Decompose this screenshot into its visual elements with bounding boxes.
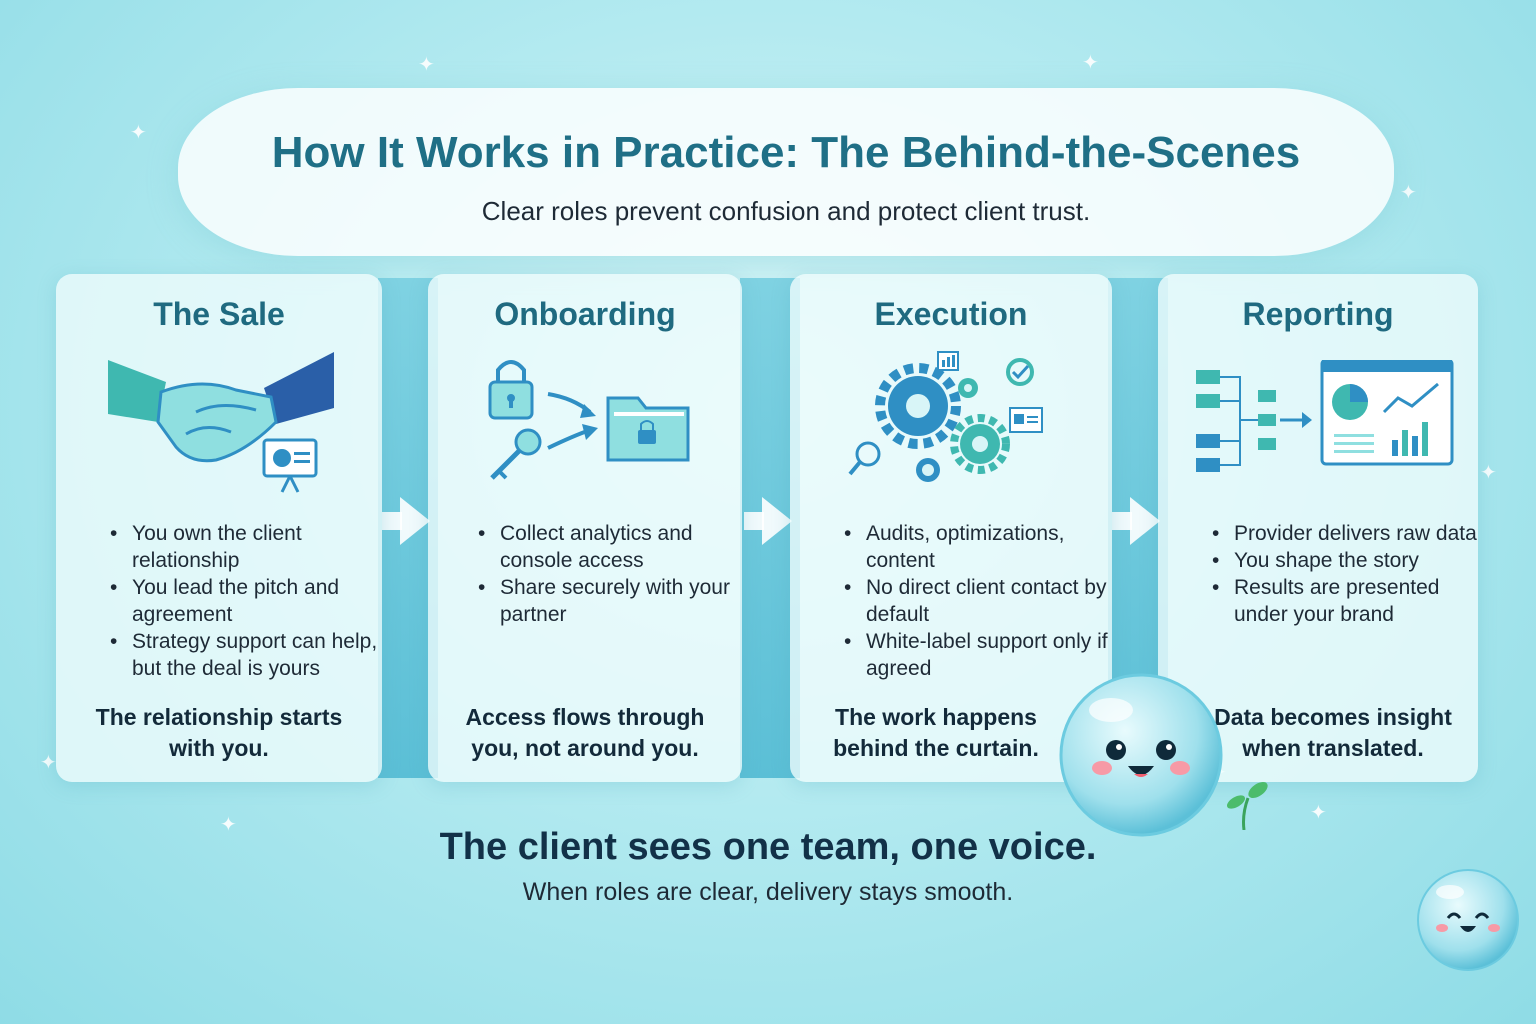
card-tagline: Access flows through you, not around you…	[465, 704, 705, 761]
title-banner	[178, 88, 1394, 256]
list-item: Share securely with your partner	[478, 574, 760, 628]
list-item: Audits, optimizations, content	[844, 520, 1132, 574]
list-item: Results are presented under your brand	[1212, 574, 1498, 628]
sparkle-icon: ✦	[418, 54, 435, 76]
step-card-onboarding: Onboarding Collect analytics and console…	[428, 274, 742, 782]
data-dashboard-icon	[1196, 360, 1454, 472]
sparkle-icon: ✦	[1480, 462, 1497, 484]
step-card-execution: Execution Audits, optimizations, content…	[790, 274, 1112, 782]
lock-key-folder-icon	[488, 360, 690, 480]
card-tagline: The relationship starts with you.	[95, 704, 343, 761]
handshake-icon	[108, 352, 334, 493]
bullet-list: You own the client relationship You lead…	[104, 520, 402, 682]
list-item: Collect analytics and console access	[478, 520, 760, 574]
step-card-sale: The Sale You own the client relationship…	[56, 274, 382, 782]
footer-title: The client sees one team, one voice.	[439, 826, 1097, 868]
card-title: The Sale	[153, 296, 285, 332]
list-item: White-label support only if agreed	[844, 628, 1132, 682]
bullet-list: Provider delivers raw data You shape the…	[1206, 520, 1498, 628]
card-title: Reporting	[1242, 296, 1394, 332]
card-title: Execution	[874, 296, 1028, 332]
bullet-list: Audits, optimizations, content No direct…	[838, 520, 1132, 682]
list-item: You lead the pitch and agreement	[110, 574, 402, 628]
sparkle-icon: ✦	[1310, 802, 1327, 824]
card-tagline: The work happens behind the curtain.	[833, 704, 1039, 761]
sparkle-icon: ✦	[40, 752, 57, 774]
bubble-mascot-icon	[1059, 673, 1223, 837]
step-card-reporting: Reporting Provider delivers raw data You…	[1158, 274, 1478, 782]
card-title: Onboarding	[494, 296, 676, 332]
sprout-icon	[1226, 782, 1268, 830]
page-subtitle: Clear roles prevent confusion and protec…	[481, 196, 1091, 226]
list-item: Provider delivers raw data	[1212, 520, 1498, 547]
card-tagline: Data becomes insight when translated.	[1214, 704, 1452, 761]
list-item: No direct client contact by default	[844, 574, 1132, 628]
page-title: How It Works in Practice: The Behind-the…	[271, 128, 1301, 177]
small-bubble-mascot-icon	[1417, 869, 1519, 971]
sparkle-icon: ✦	[220, 814, 237, 836]
list-item: Strategy support can help, but the deal …	[110, 628, 402, 682]
bullet-list: Collect analytics and console access Sha…	[472, 520, 760, 628]
list-item: You shape the story	[1212, 547, 1498, 574]
sparkle-icon: ✦	[130, 122, 147, 144]
footer-subtitle: When roles are clear, delivery stays smo…	[522, 878, 1014, 906]
sparkle-icon: ✦	[1082, 52, 1099, 74]
list-item: You own the client relationship	[110, 520, 402, 574]
gears-icon	[848, 351, 1043, 482]
sparkle-icon: ✦	[1400, 182, 1417, 204]
